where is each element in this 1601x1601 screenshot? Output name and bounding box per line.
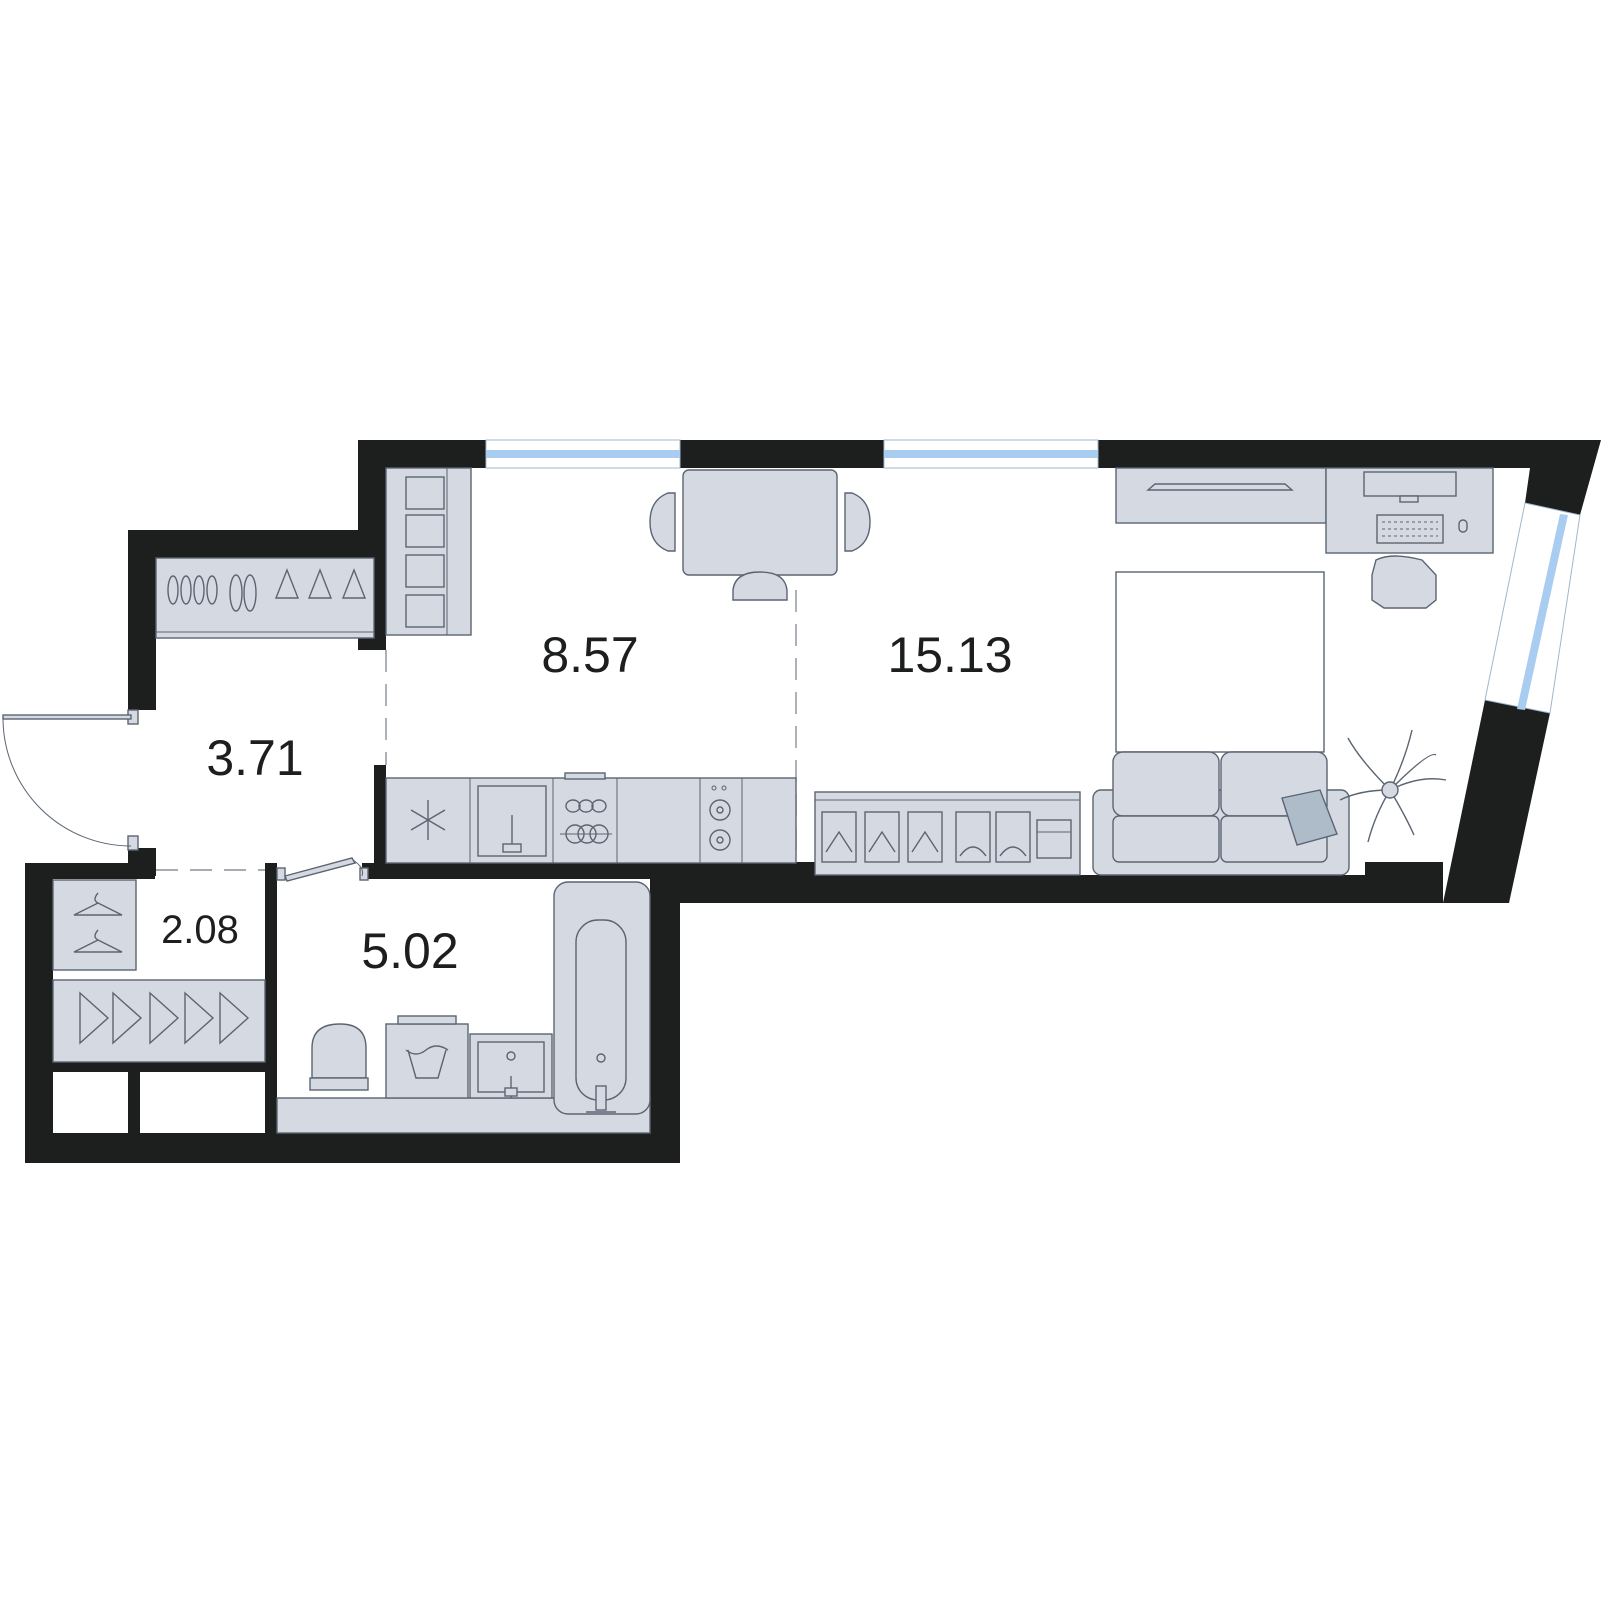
bathtub [553, 881, 651, 1115]
monitor [1363, 471, 1457, 497]
windows [485, 439, 1581, 714]
area-label-living: 15.13 [887, 627, 1012, 683]
kitchen-counter [385, 772, 797, 864]
wall-living-bottom [650, 862, 1443, 903]
laundry-icon [821, 811, 1072, 863]
window-side [1484, 502, 1581, 714]
mouse [1458, 519, 1468, 533]
bath-door-jamb-right [359, 867, 369, 881]
wardrobe [52, 879, 266, 1063]
window-side-glass [1517, 514, 1568, 710]
window-living-glass [884, 450, 1098, 458]
door-swing-arc [2, 718, 132, 847]
bathroom-fixtures [276, 881, 651, 1134]
desk-chair [1371, 555, 1437, 609]
pantry-cabinet [385, 467, 472, 636]
wall-hall-top [128, 530, 386, 558]
dining-table [682, 469, 838, 576]
kitchen-tall-cabinet [385, 467, 472, 636]
snowflake-icon [410, 800, 446, 840]
wardrobe-top-shelf [52, 879, 137, 971]
tv-stand [1115, 467, 1327, 524]
wall-right-lower [1443, 700, 1550, 903]
dining-set [649, 469, 871, 601]
chair-right [844, 492, 871, 552]
chair-bottom [732, 571, 788, 601]
wall-bath-top [362, 863, 662, 879]
toilet [309, 1023, 369, 1091]
wall-closet-divider [128, 1072, 140, 1134]
washbasin [469, 1033, 553, 1099]
hanger-icon [73, 892, 123, 953]
hallway-shelf [155, 557, 375, 639]
sink [477, 785, 547, 857]
wall-wardrobe-left [25, 863, 53, 1163]
tv [1146, 483, 1294, 491]
wall-wardrobe-top [25, 863, 155, 879]
wall-closet-shelf [53, 1062, 265, 1072]
dresser [814, 791, 1081, 876]
shoe-rack [155, 557, 375, 639]
plant-icon [1339, 729, 1447, 843]
door-leaf[interactable] [2, 714, 132, 720]
shoe-icon [167, 574, 257, 612]
sofa-back-left [1112, 751, 1220, 817]
bed-outline [1115, 571, 1325, 753]
wall-hall-left [128, 530, 156, 710]
desk-area [1325, 467, 1494, 609]
wall-bottom [25, 1133, 680, 1163]
area-label-bathroom: 5.02 [361, 923, 458, 979]
wall-top-right [1098, 440, 1601, 515]
wardrobe-rail [52, 979, 266, 1063]
sofa-seat-left [1112, 815, 1220, 863]
wall-kitchen-lower-left [374, 765, 386, 875]
bath-door-arc [352, 859, 364, 877]
hanger-icon [79, 991, 250, 1045]
entrance-door[interactable] [2, 709, 139, 851]
washing-machine [385, 1015, 469, 1099]
bathroom-door[interactable] [276, 857, 369, 882]
bath-door-leaf[interactable] [284, 857, 357, 882]
area-label-kitchen: 8.57 [541, 627, 638, 683]
door-jamb-bottom [127, 835, 139, 851]
area-label-hallway: 3.71 [206, 730, 303, 786]
sofa [1092, 751, 1350, 876]
laundry-icon [405, 1045, 449, 1079]
dresser-body [814, 791, 1081, 876]
hanger-icon [274, 568, 367, 599]
area-label-wardrobe: 2.08 [161, 908, 239, 952]
counter-body [385, 777, 797, 864]
dishwasher-icon [560, 799, 612, 844]
wall-top-middle [680, 440, 884, 468]
chair-left [649, 492, 676, 552]
window-kitchen-glass [486, 450, 680, 458]
bath-door-jamb-left [276, 867, 286, 881]
cooktop [709, 785, 731, 851]
area-labels: 3.71 2.08 5.02 8.57 15.13 [161, 627, 1012, 979]
wall-bath-right [650, 862, 680, 1162]
wall-wardrobe-bath [265, 863, 277, 1133]
keyboard [1376, 514, 1444, 544]
tv-unit [1115, 467, 1327, 524]
cushion [1281, 789, 1338, 846]
